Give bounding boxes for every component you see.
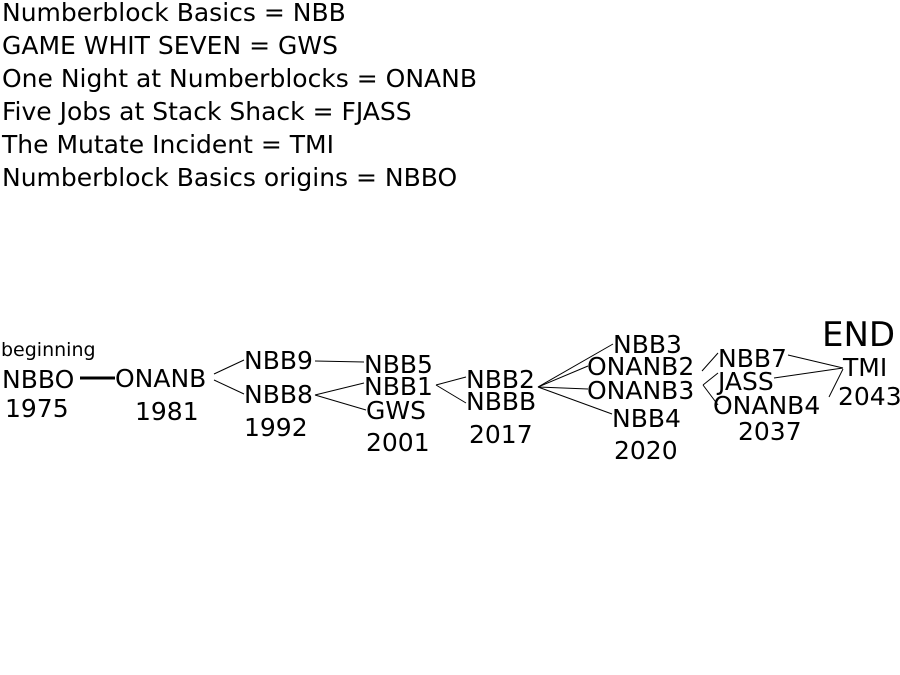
- node-nbb4: NBB4: [612, 404, 681, 433]
- node-onanb2: ONANB2: [587, 352, 695, 381]
- legend-line-gws: GAME WHIT SEVEN = GWS: [2, 31, 338, 60]
- year-1981: 1981: [135, 397, 199, 426]
- edge-onanb-nbb9: [213, 359, 245, 375]
- edge-onanb-nbb8: [213, 379, 245, 395]
- edge-jass-tmi: [773, 367, 844, 379]
- edge-onanb3-onanb4: [702, 384, 719, 406]
- edge-nbb2-nbb3: [537, 343, 614, 388]
- edge-nbb1-nbbb: [435, 384, 467, 404]
- node-onanb4: ONANB4: [713, 391, 821, 420]
- beginning-label: beginning: [1, 339, 96, 361]
- node-nbb8: NBB8: [244, 380, 313, 409]
- legend-line-nbb: Numberblock Basics = NBB: [2, 0, 346, 27]
- node-nbbo: NBBO: [2, 365, 75, 394]
- node-nbb3: NBB3: [613, 330, 682, 359]
- node-onanb: ONANB: [115, 364, 207, 393]
- edge-onanb2-nbb7: [701, 352, 719, 372]
- year-1992: 1992: [244, 413, 308, 442]
- year-2043: 2043: [838, 382, 900, 411]
- year-1975: 1975: [5, 394, 69, 423]
- edge-nbb7-tmi: [787, 354, 844, 369]
- year-2037: 2037: [738, 417, 802, 446]
- legend-line-nbbo: Numberblock Basics origins = NBBO: [2, 163, 458, 192]
- node-nbb7: NBB7: [718, 344, 787, 373]
- edge-nbb9-nbb5: [314, 360, 365, 363]
- year-2001: 2001: [366, 428, 430, 457]
- node-gws: GWS: [366, 396, 426, 425]
- edge-nbb2-nbb4: [537, 386, 613, 415]
- year-2017: 2017: [469, 420, 533, 449]
- node-nbb1: NBB1: [364, 372, 433, 401]
- edge-nbb2-onanb3: [537, 386, 589, 390]
- node-tmi: TMI: [843, 353, 888, 382]
- legend-line-onanb: One Night at Numberblocks = ONANB: [2, 64, 477, 93]
- edge-onanb4-tmi: [828, 368, 844, 398]
- edge-nbb2-onanb2: [537, 365, 589, 388]
- year-2020: 2020: [614, 436, 678, 465]
- end-label: END: [822, 315, 896, 355]
- node-jass: JASS: [718, 367, 774, 396]
- node-nbb5: NBB5: [364, 350, 433, 379]
- edge-onanb3-jass: [702, 372, 719, 386]
- node-nbb2: NBB2: [466, 365, 535, 394]
- legend: Numberblock Basics = NBB GAME WHIT SEVEN…: [2, 0, 477, 194]
- edge-nbb1-nbb2: [435, 376, 467, 386]
- node-onanb3: ONANB3: [587, 376, 695, 405]
- legend-line-fjass: Five Jobs at Stack Shack = FJASS: [2, 97, 412, 126]
- node-nbbb: NBBB: [466, 387, 537, 416]
- node-nbb9: NBB9: [244, 346, 313, 375]
- edge-nbb8-gws: [314, 394, 367, 411]
- legend-line-tmi: The Mutate Incident = TMI: [2, 130, 334, 159]
- edge-nbb8-nbb1: [314, 382, 365, 396]
